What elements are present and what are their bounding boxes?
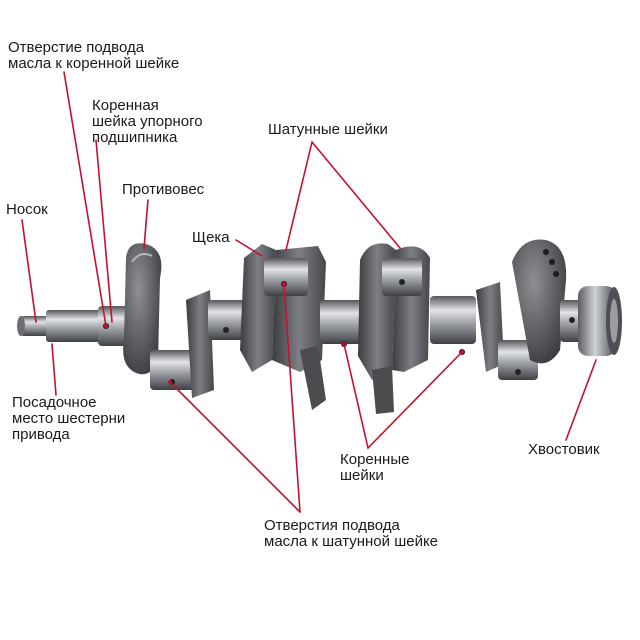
leader-lines <box>21 71 597 513</box>
label-oil-hole-main-journal: Отверстие подвода масла к коренной шейке <box>8 40 179 72</box>
label-tail: Хвостовик <box>528 442 600 458</box>
label-gear-seat-line-2: место шестерни <box>12 410 126 427</box>
main-journal-1 <box>98 306 128 346</box>
label-oil-hole-main-journal-line-1: Отверстие подвода <box>8 39 145 56</box>
label-counterweight-line-1: Противовес <box>122 181 205 198</box>
main-journal-3 <box>320 300 364 347</box>
counterweight-1 <box>123 243 162 375</box>
crankpin-1 <box>150 290 214 398</box>
label-thrust-main-journal-line-1: Коренная <box>92 97 159 114</box>
label-thrust-main-journal-line-2: шейка упорного <box>92 113 203 130</box>
label-oil-hole-main-journal-line-2: масла к коренной шейке <box>8 55 180 72</box>
counterweight-2 <box>512 239 567 364</box>
label-gear-seat: Посадочное место шестерни привода <box>12 395 125 443</box>
label-main-journals-line-2: шейки <box>340 467 384 484</box>
main-journal-2 <box>208 300 248 340</box>
label-gear-seat-line-3: привода <box>12 426 70 443</box>
label-crankpins-line-1: Шатунные шейки <box>268 121 388 138</box>
label-thrust-main-journal: Коренная шейка упорного подшипника <box>92 98 203 146</box>
crank-web-2 <box>240 244 326 410</box>
crankpin-4 <box>476 282 538 380</box>
label-crankpins: Шатунные шейки <box>268 122 388 138</box>
label-oil-holes-crankpin-line-2: масла к шатунной шейке <box>264 533 439 550</box>
label-nose: Носок <box>6 202 48 218</box>
tail-flange <box>578 286 622 356</box>
label-counterweight: Противовес <box>122 182 204 198</box>
label-oil-holes-crankpin-line-1: Отверстия подвода <box>264 517 400 534</box>
crank-web-3 <box>358 243 430 414</box>
nose-shaft <box>17 310 104 342</box>
label-gear-seat-line-1: Посадочное <box>12 394 97 411</box>
label-thrust-main-journal-line-3: подшипника <box>92 129 178 146</box>
label-tail-line-1: Хвостовик <box>528 441 600 458</box>
label-oil-holes-crankpin: Отверстия подвода масла к шатунной шейке <box>264 518 438 550</box>
label-main-journals-line-1: Коренные <box>340 451 410 468</box>
main-journal-4 <box>430 296 476 355</box>
label-web-line-1: Щека <box>192 229 230 246</box>
label-main-journals: Коренные шейки <box>340 452 409 484</box>
label-web: Щека <box>192 230 230 246</box>
label-nose-line-1: Носок <box>6 201 48 218</box>
